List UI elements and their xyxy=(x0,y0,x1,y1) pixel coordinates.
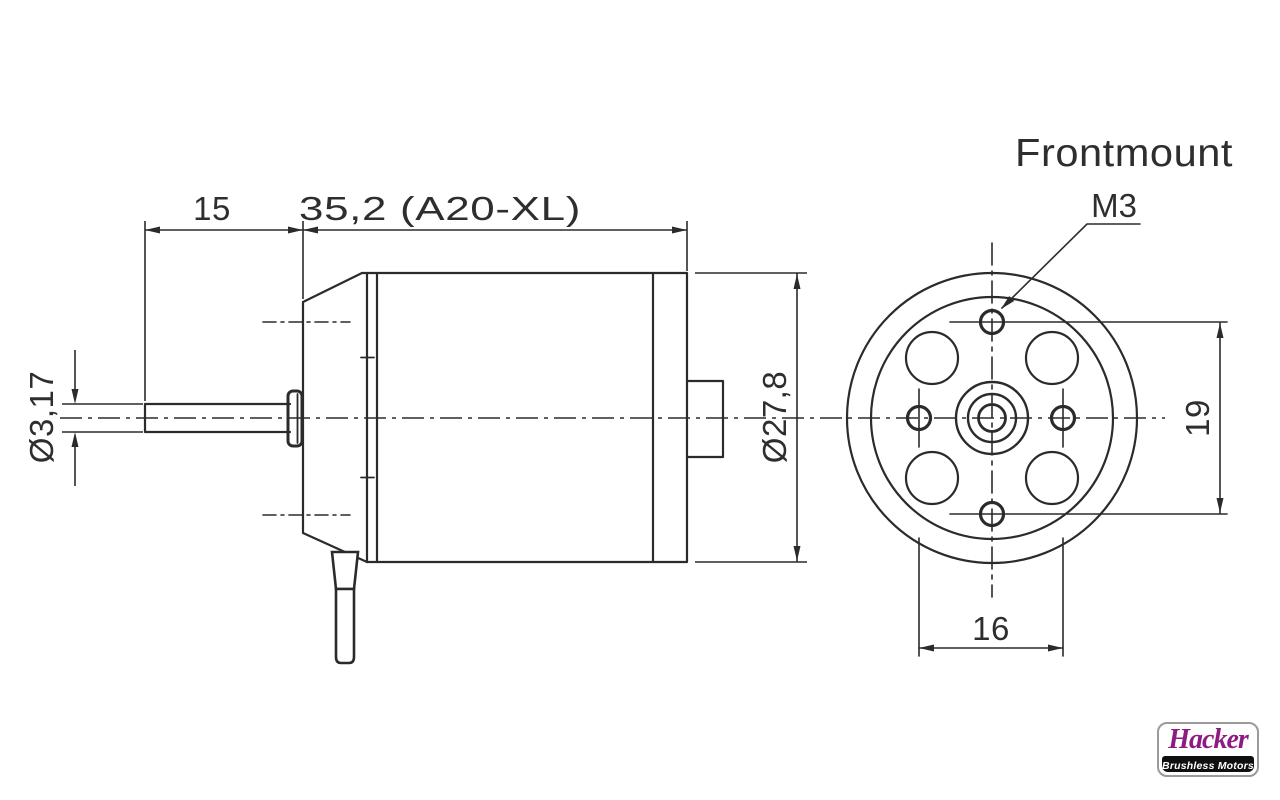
hacker-logo: Hacker Brushless Motors xyxy=(1157,722,1259,777)
dimension-arrowheads-side xyxy=(71,226,801,561)
side-view-drawing xyxy=(143,271,725,665)
thread-label-m3: M3 xyxy=(1091,187,1137,224)
front-view-drawing xyxy=(845,223,1228,657)
dimension-arrowheads-front xyxy=(919,296,1224,652)
dim-label-shaft-length: 15 xyxy=(193,190,231,227)
front-flange-circles xyxy=(845,271,1139,565)
dim-label-hole-spacing-vertical: 19 xyxy=(1179,399,1216,437)
front-view-title: Frontmount xyxy=(1015,132,1233,175)
hacker-logo-bar: Brushless Motors xyxy=(1162,756,1254,772)
dim-label-hole-spacing-horizontal: 16 xyxy=(972,610,1010,647)
motor-wire xyxy=(330,550,360,665)
motor-body xyxy=(375,271,689,564)
dim-label-body-length: 35,2 (A20-XL) xyxy=(299,190,581,227)
dim-label-body-diameter: Ø27,8 xyxy=(756,371,793,463)
front-view-dimensions xyxy=(918,223,1221,649)
dim-label-shaft-diameter: Ø3,17 xyxy=(23,371,60,463)
cooling-holes xyxy=(904,330,1080,506)
mount-circle-marks xyxy=(262,321,351,516)
hacker-logo-brand-text: Hacker xyxy=(1168,724,1249,755)
hacker-logo-tagline: Brushless Motors xyxy=(1162,760,1254,772)
front-flange xyxy=(301,271,379,564)
shaft-hub xyxy=(954,380,1030,456)
hole-centerlines xyxy=(918,321,1228,657)
motor-shaft xyxy=(143,402,292,434)
rear-boss xyxy=(685,379,725,459)
